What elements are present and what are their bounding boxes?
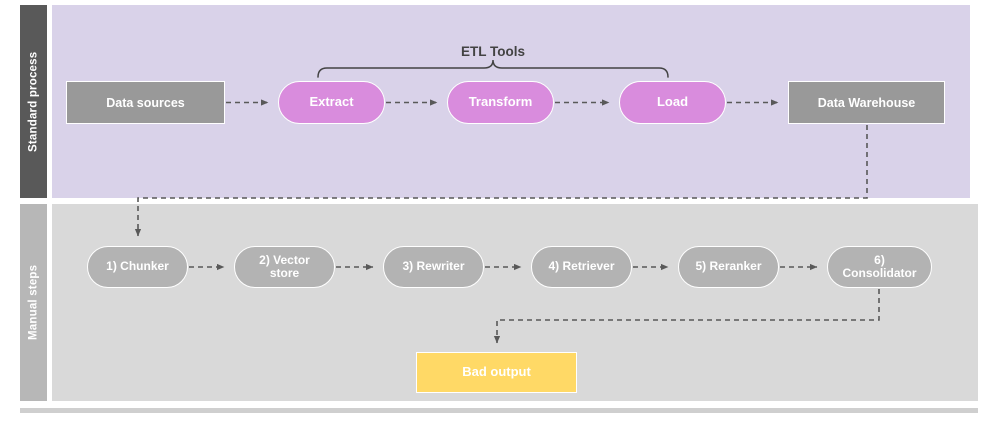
node-load[interactable]: Load (619, 81, 726, 124)
node-transform[interactable]: Transform (447, 81, 554, 124)
node-step-reranker[interactable]: 5) Reranker (678, 246, 779, 288)
node-step-retriever[interactable]: 4) Retriever (531, 246, 632, 288)
node-data-warehouse[interactable]: Data Warehouse (788, 81, 945, 124)
node-step-chunker[interactable]: 1) Chunker (87, 246, 188, 288)
node-data-sources[interactable]: Data sources (66, 81, 225, 124)
node-extract[interactable]: Extract (278, 81, 385, 124)
node-step-rewriter[interactable]: 3) Rewriter (383, 246, 484, 288)
pool-footer-divider (20, 408, 978, 413)
node-step-consolidator[interactable]: 6)Consolidator (827, 246, 932, 288)
lane-standard-process-label: Standard process (20, 5, 47, 198)
etl-tools-label: ETL Tools (461, 44, 525, 59)
lane-manual-steps-label: Manual steps (20, 204, 47, 401)
node-bad-output[interactable]: Bad output (416, 352, 577, 393)
